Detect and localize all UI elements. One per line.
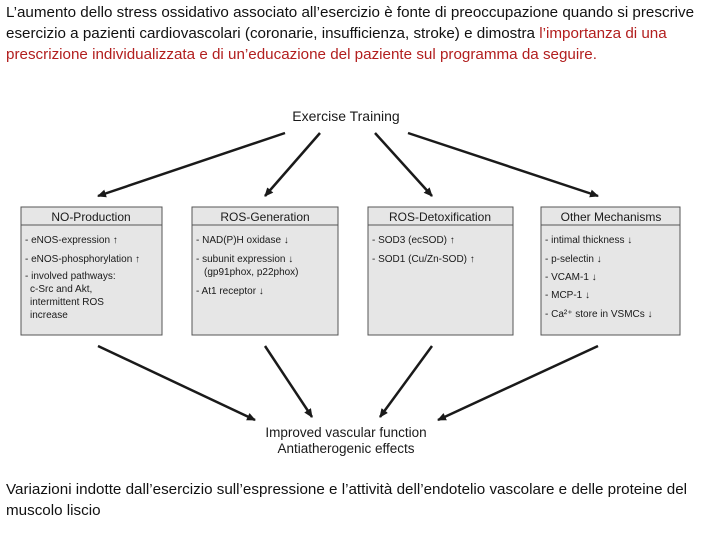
exercise-training-label: Exercise Training [292, 108, 399, 124]
box-item: - Ca²⁺ store in VSMCs ↓ [545, 309, 653, 320]
box-other-mechanisms: Other Mechanisms - intimal thickness ↓ -… [540, 206, 681, 336]
box-item: - At1 receptor ↓ [196, 286, 264, 297]
arrow-from-no-production [97, 344, 256, 422]
box-title: Other Mechanisms [561, 210, 662, 224]
arrow-from-ros-detoxification [378, 345, 434, 418]
box-item: - involved pathways: [25, 271, 116, 282]
box-title: ROS-Generation [220, 210, 309, 224]
box-no-production: NO-Production - eNOS-expression ↑ - eNOS… [20, 206, 163, 336]
arrow-to-no-production [97, 131, 286, 198]
box-item: - SOD1 (Cu/Zn-SOD) ↑ [372, 254, 475, 265]
intro-text: L’aumento dello stress ossidativo associ… [6, 4, 695, 42]
arrow-to-other-mechanisms [407, 131, 599, 198]
box-item: - VCAM-1 ↓ [545, 272, 597, 283]
arrow-from-other-mechanisms [437, 344, 599, 422]
box-item: - p-selectin ↓ [545, 254, 602, 265]
arrow-to-ros-detoxification [374, 132, 433, 197]
intro-highlight-text: l’importanza di una prescrizione individ… [6, 25, 667, 63]
box-item: increase [30, 310, 68, 321]
antiatherogenic-effects-label: Antiatherogenic effects [277, 441, 414, 456]
box-item: - MCP-1 ↓ [545, 290, 590, 301]
box-item: intermittent ROS [30, 297, 104, 308]
box-item: - intimal thickness ↓ [545, 235, 632, 246]
arrow-to-ros-generation [264, 132, 321, 197]
box-item: c-Src and Akt, [30, 284, 92, 295]
box-item: - SOD3 (ecSOD) ↑ [372, 235, 455, 246]
box-ros-detoxification: ROS-Detoxification - SOD3 (ecSOD) ↑ - SO… [367, 206, 514, 336]
box-item: - NAD(P)H oxidase ↓ [196, 235, 289, 246]
caption: Variazioni indotte dall’esercizio sull’e… [6, 481, 688, 519]
box-item: (gp91phox, p22phox) [204, 267, 299, 278]
intro-paragraph: L’aumento dello stress ossidativo associ… [6, 2, 714, 65]
box-ros-generation: ROS-Generation - NAD(P)H oxidase ↓ - sub… [191, 206, 339, 336]
box-item: - eNOS-expression ↑ [25, 235, 118, 246]
box-title: NO-Production [51, 210, 130, 224]
box-item: - eNOS-phosphorylation ↑ [25, 254, 140, 265]
improved-vascular-function-label: Improved vascular function [265, 425, 426, 440]
box-item: - subunit expression ↓ [196, 254, 293, 265]
arrow-from-ros-generation [263, 345, 314, 418]
box-title: ROS-Detoxification [389, 210, 491, 224]
